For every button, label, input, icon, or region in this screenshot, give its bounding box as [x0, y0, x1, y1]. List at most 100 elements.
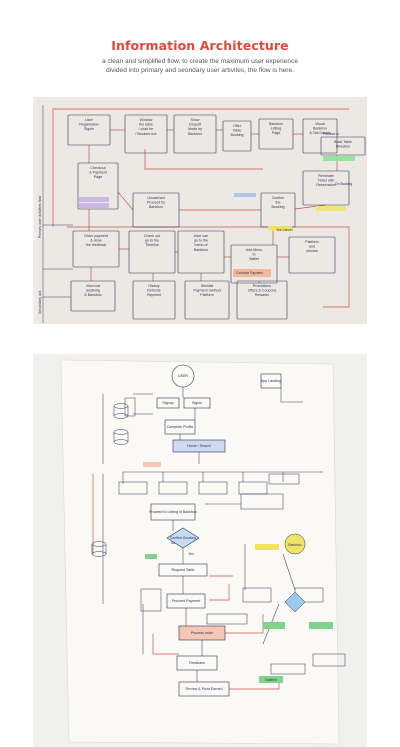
- svg-text:& done: & done: [90, 239, 101, 243]
- svg-text:Mode by: Mode by: [188, 127, 202, 131]
- ia-tag-label: Proceed to: [323, 132, 339, 136]
- svg-text:Payment method: Payment method: [193, 289, 220, 293]
- svg-text:the: the: [276, 201, 281, 205]
- ia-tag-label: Continue Payment: [236, 271, 263, 275]
- user-flow-node-feedback: Feedback: [176, 655, 218, 671]
- user-flow-node-app: App Landing: [260, 373, 282, 389]
- svg-text:Proceed to Listing of Bankbox: Proceed to Listing of Bankbox: [149, 510, 197, 514]
- svg-text:Proceed Payment: Proceed Payment: [172, 599, 201, 603]
- decision-diamond: [284, 591, 306, 613]
- svg-text:Signup: Signup: [162, 401, 173, 405]
- green-tag-4: [259, 676, 283, 683]
- svg-text:Bankbox: Bankbox: [313, 127, 327, 131]
- svg-text:Dropoff: Dropoff: [189, 123, 201, 127]
- user-flow-box-6: [140, 588, 162, 612]
- svg-text:Booking: Booking: [272, 205, 285, 209]
- svg-text:App Landing: App Landing: [261, 379, 281, 383]
- user-flow-box-4: [238, 481, 268, 495]
- user-flow-box-11: [242, 587, 272, 603]
- svg-text:Bankbox: Bankbox: [188, 132, 202, 136]
- svg-text:to: to: [253, 253, 256, 257]
- svg-text:Uncatched: Uncatched: [147, 196, 164, 200]
- svg-text:the table: the table: [139, 123, 153, 127]
- user-flow-box-9: [270, 663, 306, 675]
- svg-text:Wallet: Wallet: [249, 257, 259, 261]
- svg-text:Confirm: Confirm: [272, 196, 285, 200]
- svg-text:Check out: Check out: [144, 234, 160, 238]
- svg-text:Add Menu: Add Menu: [246, 248, 262, 252]
- user-flow-node-user: USER: [171, 364, 195, 388]
- user-flow-box-8: [312, 653, 346, 667]
- user-flow-node-signin: Signin: [183, 397, 211, 409]
- green-tag: [263, 622, 285, 629]
- svg-text:Review & Point Earned: Review & Point Earned: [186, 687, 223, 691]
- svg-text:Booking: Booking: [231, 133, 244, 137]
- user-flow-node-proceed: Proceed Payment: [166, 593, 206, 609]
- user-flow-tag-label: Bankbox: [288, 543, 301, 547]
- svg-text:Book Table: Book Table: [334, 140, 352, 144]
- svg-text:Rewards: Rewards: [255, 293, 269, 297]
- svg-text:Show: Show: [191, 118, 200, 122]
- svg-text:Ticket with: Ticket with: [318, 179, 335, 183]
- page-title: Information Architecture: [111, 38, 289, 53]
- subtitle-line-2: divided into primary and seondary user a…: [105, 67, 294, 74]
- user-flow-tag-label: Yes: [188, 552, 194, 556]
- s1-tag-yellow: [268, 226, 292, 231]
- user-flow-node-listing: Proceed to Listing of Bankbox: [149, 503, 197, 521]
- user-flow-box-2: [158, 481, 188, 495]
- ia-side-label-1: Primary user activities flow: [38, 195, 42, 238]
- user-flow-node-signup: Signup: [156, 397, 180, 409]
- svg-text:Window: Window: [140, 118, 153, 122]
- svg-text:Bankbox: Bankbox: [149, 205, 163, 209]
- svg-text:User can: User can: [194, 234, 208, 238]
- svg-text:View lost: View lost: [86, 284, 100, 288]
- user-flow-box-3: [198, 481, 228, 495]
- yellow-tag: [255, 544, 279, 550]
- svg-text:Complete Profile: Complete Profile: [167, 425, 194, 429]
- svg-text:go to the: go to the: [194, 239, 208, 243]
- paper-sheet: [36, 97, 367, 324]
- svg-text:Platform: Platform: [305, 240, 318, 244]
- svg-text:/ Booked one: / Booked one: [135, 132, 156, 136]
- svg-text:Page: Page: [94, 175, 102, 179]
- user-flow-node-request: Request Table: [158, 563, 208, 577]
- svg-text:Offers & Coupons: Offers & Coupons: [248, 289, 277, 293]
- svg-text:Offer: Offer: [233, 124, 242, 128]
- svg-text:menu of: menu of: [195, 243, 208, 247]
- s1-tag-blue: [234, 193, 256, 197]
- svg-text:& Payment: & Payment: [89, 171, 107, 175]
- svg-text:USER: USER: [178, 374, 188, 378]
- svg-text:the feedback: the feedback: [86, 243, 107, 247]
- s1-tag-green: [323, 156, 355, 161]
- ia-side-label-2: Secondary act.: [38, 290, 42, 314]
- svg-text:Feedback: Feedback: [189, 661, 205, 665]
- svg-text:Proceed by: Proceed by: [147, 201, 165, 205]
- ia-tag-label: On Booking: [335, 182, 352, 186]
- user-flow-tag-label: Notified: [265, 678, 277, 682]
- paper-sheet-2: [60, 359, 340, 745]
- user-flow-node-review: Review & Point Earned: [178, 681, 230, 697]
- svg-text:Reservation: Reservation: [316, 183, 335, 187]
- green-tag-3: [145, 554, 157, 559]
- svg-text:Bankbox: Bankbox: [269, 122, 283, 126]
- svg-text:anything: anything: [86, 289, 100, 293]
- user-flow-box-5: [268, 473, 300, 485]
